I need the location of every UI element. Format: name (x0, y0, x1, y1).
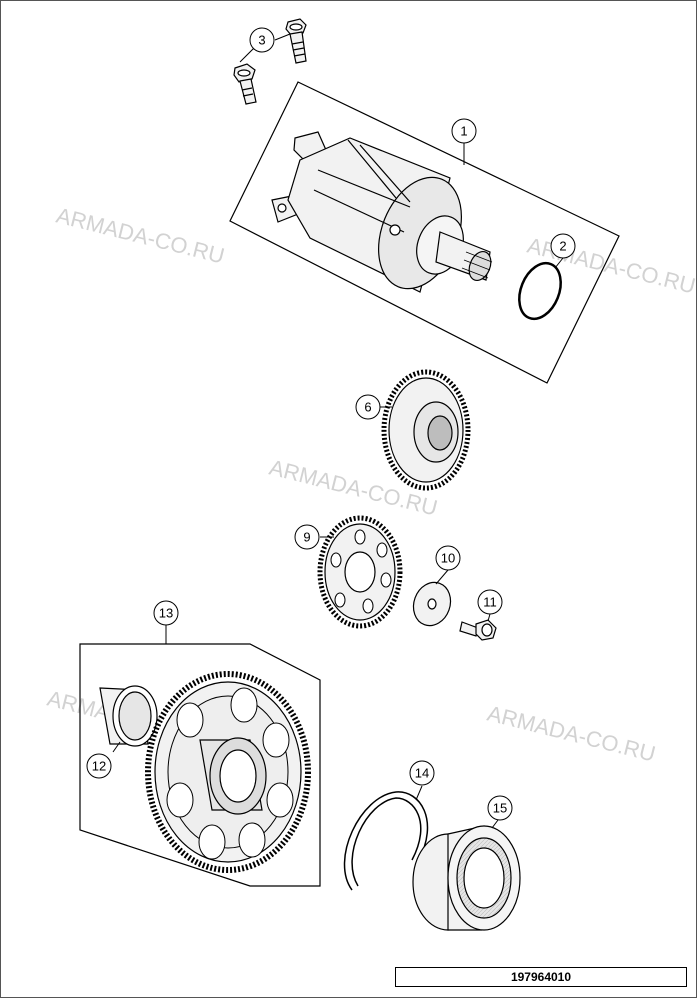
callout-13-label: 13 (159, 606, 173, 621)
document-number: 197964010 (395, 967, 687, 987)
callout-2: 2 (550, 233, 576, 259)
callout-11-label: 11 (483, 595, 497, 610)
callout-1-label: 1 (460, 124, 467, 139)
callout-2-label: 2 (559, 239, 566, 254)
callout-3: 3 (249, 27, 275, 53)
callout-14: 14 (409, 760, 435, 786)
bolt-upper (285, 18, 307, 64)
screw-11 (459, 619, 497, 641)
o-ring (518, 261, 562, 321)
intermediate-gear-6 (381, 369, 471, 491)
washer-10 (412, 581, 452, 627)
callout-3-label: 3 (258, 33, 265, 48)
starter-motor-outline (229, 81, 620, 384)
callout-10-label: 10 (441, 551, 455, 566)
watermark-1: ARMADA-CO.RU (54, 203, 227, 269)
watermark-layer: ARMADA-CO.RU ARMADA-CO.RU ARMADA-CO.RU A… (45, 203, 698, 767)
starter-gear-13 (145, 671, 311, 873)
callout-10: 10 (435, 545, 461, 571)
callout-11: 11 (477, 589, 503, 615)
bolt-lower (233, 63, 257, 105)
callout-12-label: 12 (92, 759, 106, 774)
starter-motor (271, 131, 493, 293)
callout-6: 6 (355, 394, 381, 420)
callout-14-label: 14 (415, 766, 429, 781)
watermark-5: ARMADA-CO.RU (485, 701, 658, 767)
starter-gear-outline (79, 643, 321, 887)
needle-bearing-12 (99, 685, 158, 747)
callout-15: 15 (487, 795, 513, 821)
callout-9-label: 9 (303, 530, 310, 545)
ball-bearing-15 (412, 825, 521, 931)
freewheel-gear-9 (317, 515, 403, 629)
callout-15-label: 15 (493, 801, 507, 816)
callout-6-label: 6 (364, 400, 371, 415)
callout-12: 12 (86, 753, 112, 779)
snap-ring-14 (343, 791, 429, 891)
callout-1: 1 (451, 118, 477, 144)
callout-9: 9 (294, 524, 320, 550)
watermark-2: ARMADA-CO.RU (525, 233, 698, 299)
callout-13: 13 (153, 600, 179, 626)
